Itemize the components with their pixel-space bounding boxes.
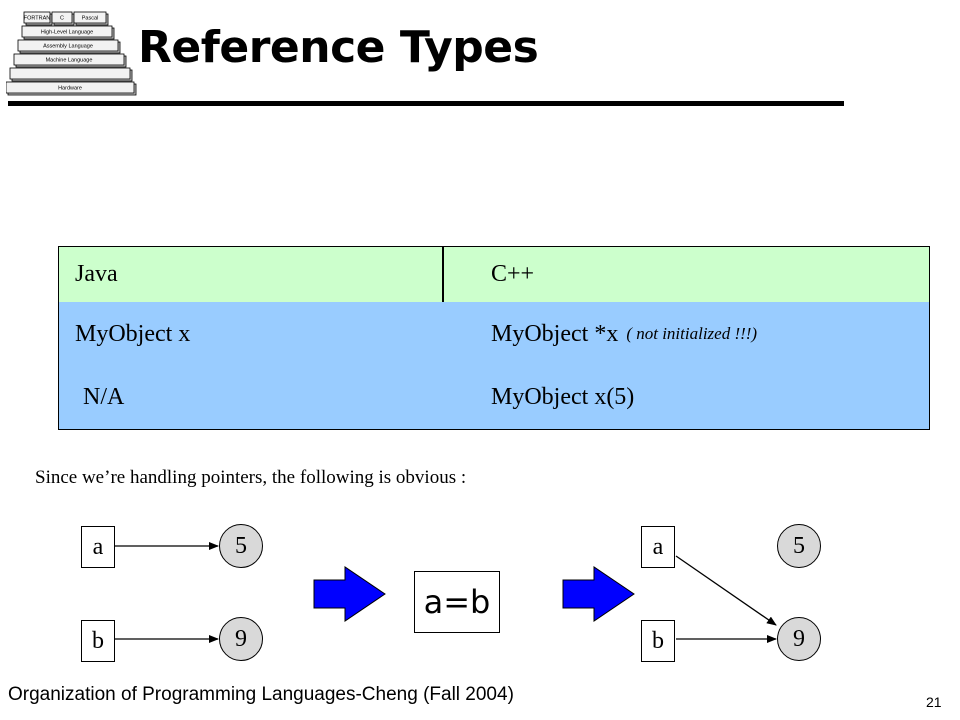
cell-java-na: N/A [83,384,125,410]
title-divider [8,101,844,106]
assignment-box: a=b [414,571,500,633]
table-header-row: Java C++ [59,247,929,302]
logo-layer-pascal: Pascal [82,16,99,22]
cell-cpp-note: ( not initialized !!!) [626,324,758,343]
logo-layer-c: C [60,16,64,22]
logo-layer-machine: Machine Language [46,58,93,64]
cell-cpp-declaration: MyObject *x ( not initialized !!!) [491,302,757,366]
logo-layer-assembly: Assembly Language [43,44,93,50]
table-row: MyObject x MyObject *x ( not initialized… [59,302,929,366]
logo-layer-fortran: FORTRAN [24,16,51,22]
comparison-table: Java C++ MyObject x MyObject *x ( not in… [58,246,930,430]
logo-layer-high-level: High-Level Language [41,30,93,36]
variable-a-after: a [641,526,675,568]
variable-b-before: b [81,620,115,662]
logo-layer-hardware: Hardware [58,86,82,92]
slide-title: Reference Types [138,22,539,73]
value-9-after: 9 [777,617,821,661]
cell-java-declaration: MyObject x [75,320,191,347]
table-row: N/A MyObject x(5) [59,366,929,429]
value-5-after: 5 [777,524,821,568]
caption-text: Since we’re handling pointers, the follo… [35,467,467,488]
transition-arrow-icon [562,566,635,622]
header-java: Java [75,261,118,287]
variable-b-after: b [641,620,675,662]
cell-cpp-constructor: MyObject x(5) [491,384,635,410]
transition-arrow-icon [313,566,386,622]
page-number: 21 [926,694,942,710]
header-cpp: C++ [491,261,535,287]
value-5-before: 5 [219,524,263,568]
pointer-a-to-9 [675,555,777,626]
language-stack-logo: FORTRAN C Pascal High-Level Language Ass… [6,11,137,96]
value-9-before: 9 [219,617,263,661]
cell-cpp-pointer: MyObject *x [491,320,619,347]
header-divider [442,247,444,302]
variable-a-before: a [81,526,115,568]
slide-footer: Organization of Programming Languages-Ch… [8,684,514,705]
